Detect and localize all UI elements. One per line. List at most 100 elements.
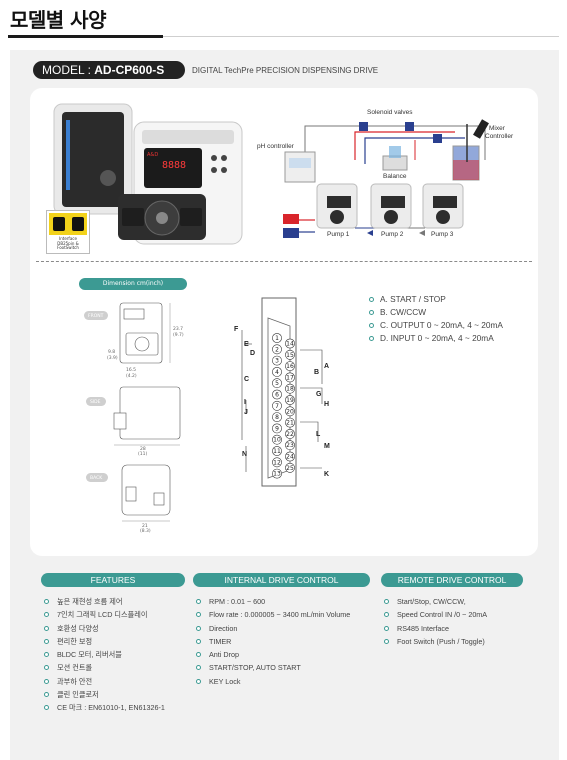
pin-label: 10: [273, 437, 281, 444]
list-item: BLDC 모터, 리버서블: [43, 648, 165, 661]
product-image: A&D 8888: [53, 103, 243, 245]
connector-pin: [285, 406, 295, 417]
back-view-label: BACK: [90, 475, 103, 481]
pin-label: 7: [275, 403, 279, 410]
connector-pin: [272, 389, 282, 400]
dim-back-w-in: (8.3): [140, 528, 151, 534]
mixer-label-2: Controller: [485, 133, 514, 140]
solenoid-label: Solenoid valves: [367, 109, 413, 116]
remote-pill: REMOTE DRIVE CONTROL: [381, 573, 523, 587]
signal-letter-d: D: [250, 350, 255, 357]
connector-pin: [285, 372, 295, 383]
pin-label: 25: [286, 465, 294, 472]
list-item: 편리한 보정: [43, 635, 165, 648]
signal-letter-h: H: [324, 401, 329, 408]
signal-letter-g: G: [316, 391, 322, 398]
list-item: 클린 인클로저: [43, 688, 165, 701]
system-diagram: Solenoid valves Mixer Controller pH cont…: [257, 109, 514, 238]
connector-pin: [272, 344, 282, 355]
list-item: Direction: [195, 622, 350, 635]
pin-label: 16: [286, 363, 294, 370]
signal-letter-k: K: [324, 471, 329, 478]
model-description: DIGITAL TechPre PRECISION DISPENSING DRI…: [192, 66, 379, 75]
model-pill: MODEL : AD-CP600-S: [33, 61, 185, 79]
side-view-label: SIDE: [90, 399, 101, 405]
title-rule-thin: [163, 36, 559, 37]
pin-label: 20: [286, 408, 294, 415]
pin-label: 18: [286, 386, 294, 393]
connector-pin: [272, 367, 282, 377]
connector-pin: [272, 423, 282, 434]
pump2-label: Pump 2: [381, 231, 404, 238]
list-item: START/STOP, AUTO START: [195, 661, 350, 674]
interface-label-2: DB25pin &: [57, 240, 79, 246]
pin-label: 13: [273, 471, 281, 478]
dim-side-w-in: (11): [138, 451, 147, 457]
db25-connector: 1234567891011121314151617181920212223242…: [234, 297, 330, 487]
connector-pin: [285, 383, 295, 394]
list-item: Anti Drop: [195, 648, 350, 661]
dimension-pill: Dimension cm(inch): [79, 278, 187, 290]
signal-item: D. INPUT 0 ~ 20mA, 4 ~ 20mA: [366, 332, 503, 345]
connector-pin: [272, 412, 282, 422]
list-item: 7인치 그래픽 LCD 디스플레이: [43, 608, 165, 621]
signal-letter-n: N: [242, 451, 247, 458]
connector-pin: [285, 462, 295, 473]
connector-pin: [285, 417, 295, 428]
pin-label: 5: [275, 380, 279, 387]
connector-pin: [272, 355, 282, 366]
connector-pin: [285, 338, 295, 349]
pin-label: 19: [286, 397, 294, 404]
pin-label: 14: [286, 341, 294, 348]
connector-pin: [285, 440, 295, 451]
connector-pin: [285, 395, 295, 405]
pin-label: 11: [273, 448, 281, 455]
hero-display-text: 8888: [162, 160, 186, 171]
connector-pin: [272, 378, 282, 389]
pin-label: 24: [286, 454, 294, 461]
model-prefix: MODEL :: [42, 63, 95, 77]
list-item: CE 마크 : EN61010-1, EN61326-1: [43, 701, 165, 714]
remote-list: Start/Stop, CW/CCW, Speed Control IN /0 …: [383, 595, 487, 648]
hero-brand-text: A&D: [147, 152, 158, 158]
list-item: 높은 재현성 흐름 제어: [43, 595, 165, 608]
list-item: 호환성 다양성: [43, 622, 165, 635]
list-item: KEY Lock: [195, 675, 350, 688]
connector-pin: [272, 446, 282, 456]
connector-pin: [272, 434, 282, 445]
pin-label: 21: [286, 420, 294, 427]
signal-item: B. CW/CCW: [366, 306, 503, 319]
connector-pin: [272, 457, 282, 468]
interface-badge: Interface DB25pin & FootSwitch: [46, 210, 90, 254]
section-divider: [36, 261, 532, 262]
pin-label: 1: [275, 335, 279, 342]
connector-icon: [49, 213, 87, 235]
model-name: AD-CP600-S: [94, 63, 165, 77]
list-item: Flow rate : 0.000005 ~ 3400 mL/min Volum…: [195, 608, 350, 621]
list-item: 과부하 안전: [43, 675, 165, 688]
internal-list: RPM : 0.01 ~ 600 Flow rate : 0.000005 ~ …: [195, 595, 350, 688]
dim-left2: (3.9): [107, 355, 118, 361]
list-item: Start/Stop, CW/CCW,: [383, 595, 487, 608]
pump3-label: Pump 3: [431, 231, 454, 238]
pin-label: 9: [275, 425, 279, 432]
list-item: TIMER: [195, 635, 350, 648]
connector-pin: [285, 451, 295, 462]
signal-item: A. START / STOP: [366, 293, 503, 306]
page-title: 모델별 사양: [10, 8, 106, 32]
list-item: Speed Control IN /0 ~ 20mA: [383, 608, 487, 621]
balance-label: Balance: [383, 173, 407, 180]
signal-letter-b: B: [314, 369, 319, 376]
pin-label: 3: [275, 358, 279, 365]
signal-letter-f: F: [234, 326, 239, 333]
signal-letter-m: M: [324, 443, 330, 450]
dim-bottom1: 16.5: [126, 367, 136, 373]
interface-label-3: FootSwitch: [57, 245, 79, 250]
connector-pin: [285, 428, 295, 439]
pump1-label: Pump 1: [327, 231, 350, 238]
pin-label: 6: [275, 392, 279, 399]
list-item: RPM : 0.01 ~ 600: [195, 595, 350, 608]
dim-height-in: (9.7): [173, 332, 184, 338]
dim-bottom2: (4.2): [126, 373, 137, 379]
pin-label: 2: [275, 346, 279, 353]
